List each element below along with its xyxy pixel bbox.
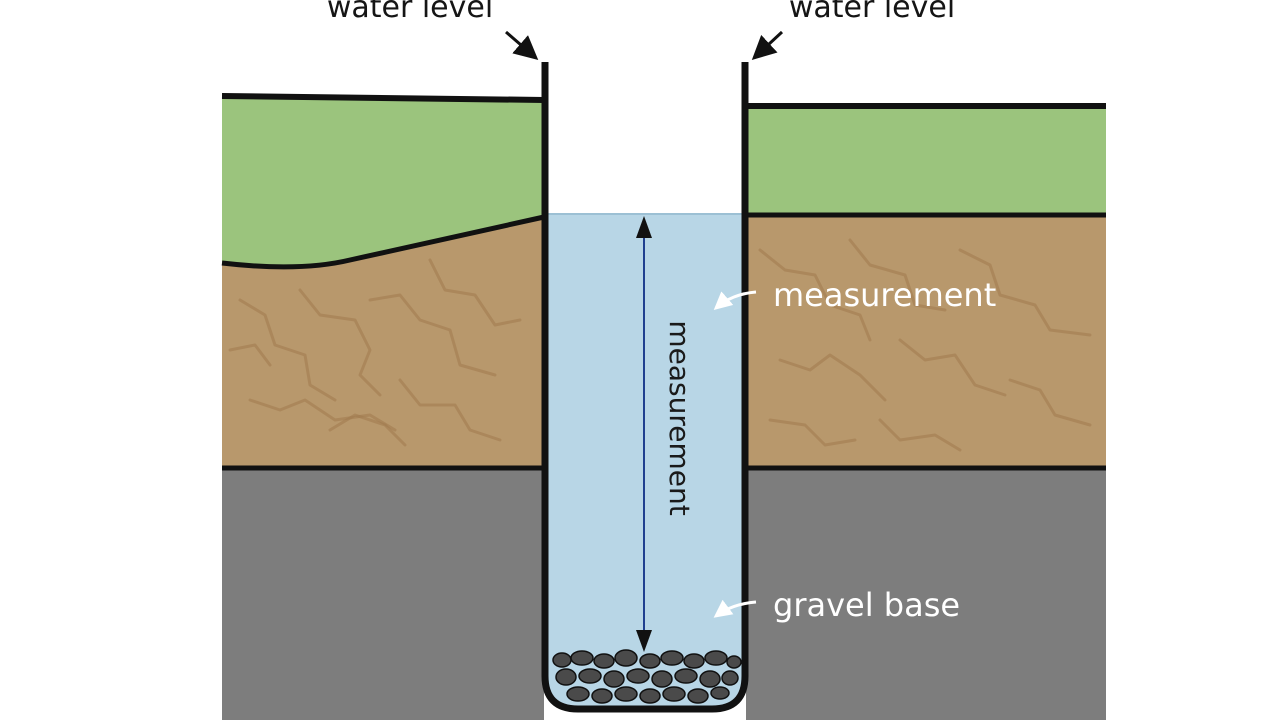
grass-soil-line-left — [221, 214, 545, 270]
water-level-label-right: water level — [789, 0, 955, 25]
soil-layer-left — [222, 217, 544, 468]
gravel-base — [552, 649, 742, 704]
right-ground — [746, 103, 1106, 720]
soil-layer-right — [746, 215, 1106, 468]
rock-layer-left — [222, 468, 544, 720]
rock-layer-right — [746, 468, 1106, 720]
measurement-arrow — [636, 216, 652, 652]
arrow-icon — [505, 30, 539, 60]
grass-layer-left — [222, 96, 544, 267]
left-ground — [221, 93, 545, 720]
grass-layer-right — [746, 106, 1106, 215]
grass-top-line-left — [221, 93, 545, 103]
measurement-label: measurement — [773, 276, 996, 314]
gravel-base-label: gravel base — [773, 586, 960, 624]
arrow-icon — [751, 30, 784, 61]
water-level-label-left: water level — [327, 0, 493, 25]
well-casing — [541, 62, 749, 713]
curved-arrow-icon — [713, 290, 757, 310]
vertical-measurement-label: measurement — [663, 320, 696, 515]
soil-texture-right — [758, 238, 1092, 452]
curved-arrow-icon — [713, 599, 757, 618]
arrowhead-up-icon — [636, 216, 652, 238]
arrowhead-down-icon — [636, 630, 652, 652]
soil-texture-left — [228, 258, 522, 447]
